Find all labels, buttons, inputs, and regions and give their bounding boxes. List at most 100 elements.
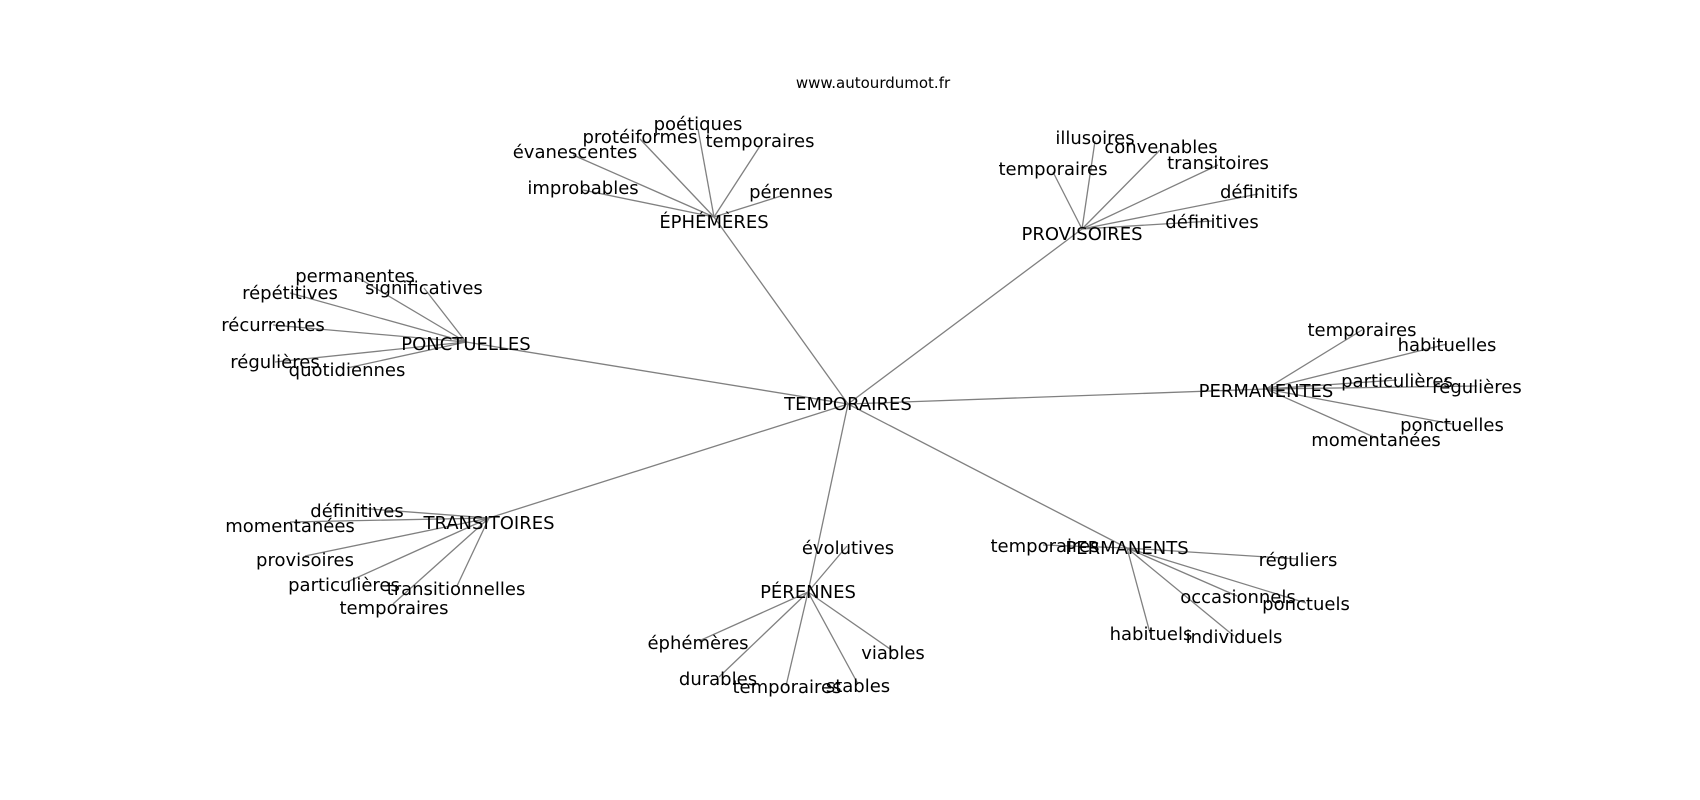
group-node-label[interactable]: PERMANENTS — [1065, 538, 1188, 559]
edge-root-to-group — [847, 228, 1083, 405]
leaf-node-label[interactable]: définitives — [1165, 212, 1258, 233]
edge-group-to-leaf — [423, 287, 467, 343]
edge-group-to-leaf — [1265, 379, 1398, 390]
leaf-node-label[interactable]: récurrentes — [221, 315, 324, 336]
leaf-node-label[interactable]: habituelles — [1398, 335, 1497, 356]
leaf-node-label[interactable]: temporaires — [340, 598, 449, 619]
edge-root-to-group — [807, 403, 849, 593]
edge-group-to-leaf — [785, 591, 809, 687]
edge-group-to-leaf — [697, 128, 715, 218]
leaf-node-label[interactable]: temporaires — [733, 677, 842, 698]
leaf-node-label[interactable]: momentanées — [225, 516, 355, 537]
leaf-node-label[interactable]: provisoires — [256, 550, 354, 571]
edge-group-to-leaf — [392, 517, 490, 605]
edge-group-to-leaf — [1081, 193, 1259, 230]
edge-group-to-leaf — [572, 154, 715, 218]
leaf-node-label[interactable]: temporaires — [991, 536, 1100, 557]
leaf-node-label[interactable]: évolutives — [802, 538, 894, 559]
edge-group-to-leaf — [1081, 140, 1096, 230]
leaf-node-label[interactable]: éphémères — [647, 633, 748, 654]
leaf-node-label[interactable]: convenables — [1104, 137, 1217, 158]
leaf-node-label[interactable]: momentanées — [1311, 430, 1441, 451]
leaf-node-label[interactable]: occasionnels — [1180, 587, 1296, 608]
edge-group-to-leaf — [1265, 388, 1377, 439]
leaf-node-label[interactable]: permanentes — [295, 266, 415, 287]
edge-group-to-leaf — [807, 591, 859, 685]
edge-group-to-leaf — [1052, 171, 1083, 230]
root-node-label[interactable]: TEMPORAIRES — [783, 394, 912, 415]
edge-root-to-group — [847, 403, 1128, 549]
leaf-node-label[interactable]: réguliers — [1259, 550, 1338, 571]
edge-group-to-leaf — [713, 145, 761, 218]
edge-group-to-leaf — [274, 341, 467, 363]
group-node-label[interactable]: PÉRENNES — [760, 581, 856, 603]
edge-group-to-leaf — [304, 517, 490, 557]
edges-layer — [272, 128, 1478, 687]
leaf-node-label[interactable]: quotidiennes — [289, 360, 406, 381]
edge-group-to-leaf — [1081, 220, 1213, 230]
leaf-node-label[interactable]: temporaires — [1308, 320, 1417, 341]
leaf-node-label[interactable]: particulières — [288, 575, 400, 596]
edge-group-to-leaf — [1126, 547, 1299, 560]
edge-group-to-leaf — [272, 324, 467, 343]
edge-group-to-leaf — [582, 189, 715, 218]
leaf-node-label[interactable]: ponctuelles — [1400, 415, 1504, 436]
leaf-node-label[interactable]: régulières — [1432, 377, 1521, 398]
leaf-node-label[interactable]: définitives — [310, 501, 403, 522]
edge-root-to-group — [488, 403, 849, 519]
site-credit: www.autourdumot.fr — [796, 74, 951, 92]
edge-group-to-leaf — [807, 545, 848, 593]
leaf-node-label[interactable]: définitifs — [1220, 182, 1298, 203]
edge-group-to-leaf — [1126, 547, 1238, 597]
edge-group-to-leaf — [1126, 547, 1151, 634]
edge-group-to-leaf — [1265, 388, 1453, 425]
edge-group-to-leaf — [1265, 329, 1363, 390]
leaf-node-label[interactable]: transitoires — [1167, 153, 1269, 174]
leaf-node-label[interactable]: pérennes — [749, 182, 833, 203]
labels-layer: TEMPORAIRES ÉPHÉMÈRES poétiquesprotéiforme… — [221, 114, 1521, 698]
leaf-node-label[interactable]: habituels — [1110, 624, 1193, 645]
leaf-node-label[interactable]: temporaires — [999, 159, 1108, 180]
group-node-label[interactable]: PROVISOIRES — [1021, 224, 1142, 245]
edge-group-to-leaf — [698, 591, 809, 642]
leaf-node-label[interactable]: répétitives — [242, 283, 338, 304]
edge-group-to-leaf — [1265, 385, 1478, 390]
leaf-node-label[interactable]: régulières — [230, 352, 319, 373]
edge-group-to-leaf — [356, 507, 490, 519]
edge-group-to-leaf — [1081, 164, 1219, 230]
leaf-node-label[interactable]: ponctuels — [1262, 594, 1350, 615]
leaf-node-label[interactable]: durables — [679, 669, 757, 690]
leaf-node-label[interactable]: poétiques — [654, 114, 743, 135]
leaf-node-label[interactable]: temporaires — [706, 131, 815, 152]
leaf-node-label[interactable]: stables — [826, 676, 890, 697]
edge-group-to-leaf — [289, 292, 467, 343]
edge-group-to-leaf — [807, 591, 894, 652]
group-node-label[interactable]: PONCTUELLES — [401, 334, 530, 355]
leaf-node-label[interactable]: improbables — [527, 178, 638, 199]
edge-root-to-group — [465, 341, 849, 405]
edge-group-to-leaf — [456, 517, 490, 587]
group-node-label[interactable]: ÉPHÉMÈRES — [659, 211, 768, 233]
edge-root-to-group — [847, 388, 1267, 405]
edge-group-to-leaf — [289, 517, 490, 523]
edge-root-to-group — [713, 216, 849, 405]
leaf-node-label[interactable]: particulières — [1341, 371, 1453, 392]
edge-group-to-leaf — [344, 517, 490, 584]
edge-group-to-leaf — [346, 341, 467, 369]
leaf-node-label[interactable]: transitionnelles — [387, 579, 526, 600]
edge-group-to-leaf — [354, 275, 467, 343]
leaf-node-label[interactable]: significatives — [365, 278, 483, 299]
leaf-node-label[interactable]: illusoires — [1055, 128, 1134, 149]
group-node-label[interactable]: PERMANENTES — [1199, 381, 1334, 402]
edge-group-to-leaf — [718, 591, 809, 678]
leaf-node-label[interactable]: évanescentes — [513, 142, 638, 163]
edge-group-to-leaf — [1265, 343, 1448, 390]
edge-group-to-leaf — [713, 195, 782, 218]
leaf-node-label[interactable]: viables — [861, 643, 925, 664]
edge-group-to-leaf — [1042, 544, 1128, 549]
leaf-node-label[interactable]: protéiformes — [583, 127, 698, 148]
leaf-node-label[interactable]: individuels — [1186, 627, 1283, 648]
group-node-label[interactable]: TRANSITOIRES — [422, 513, 554, 534]
